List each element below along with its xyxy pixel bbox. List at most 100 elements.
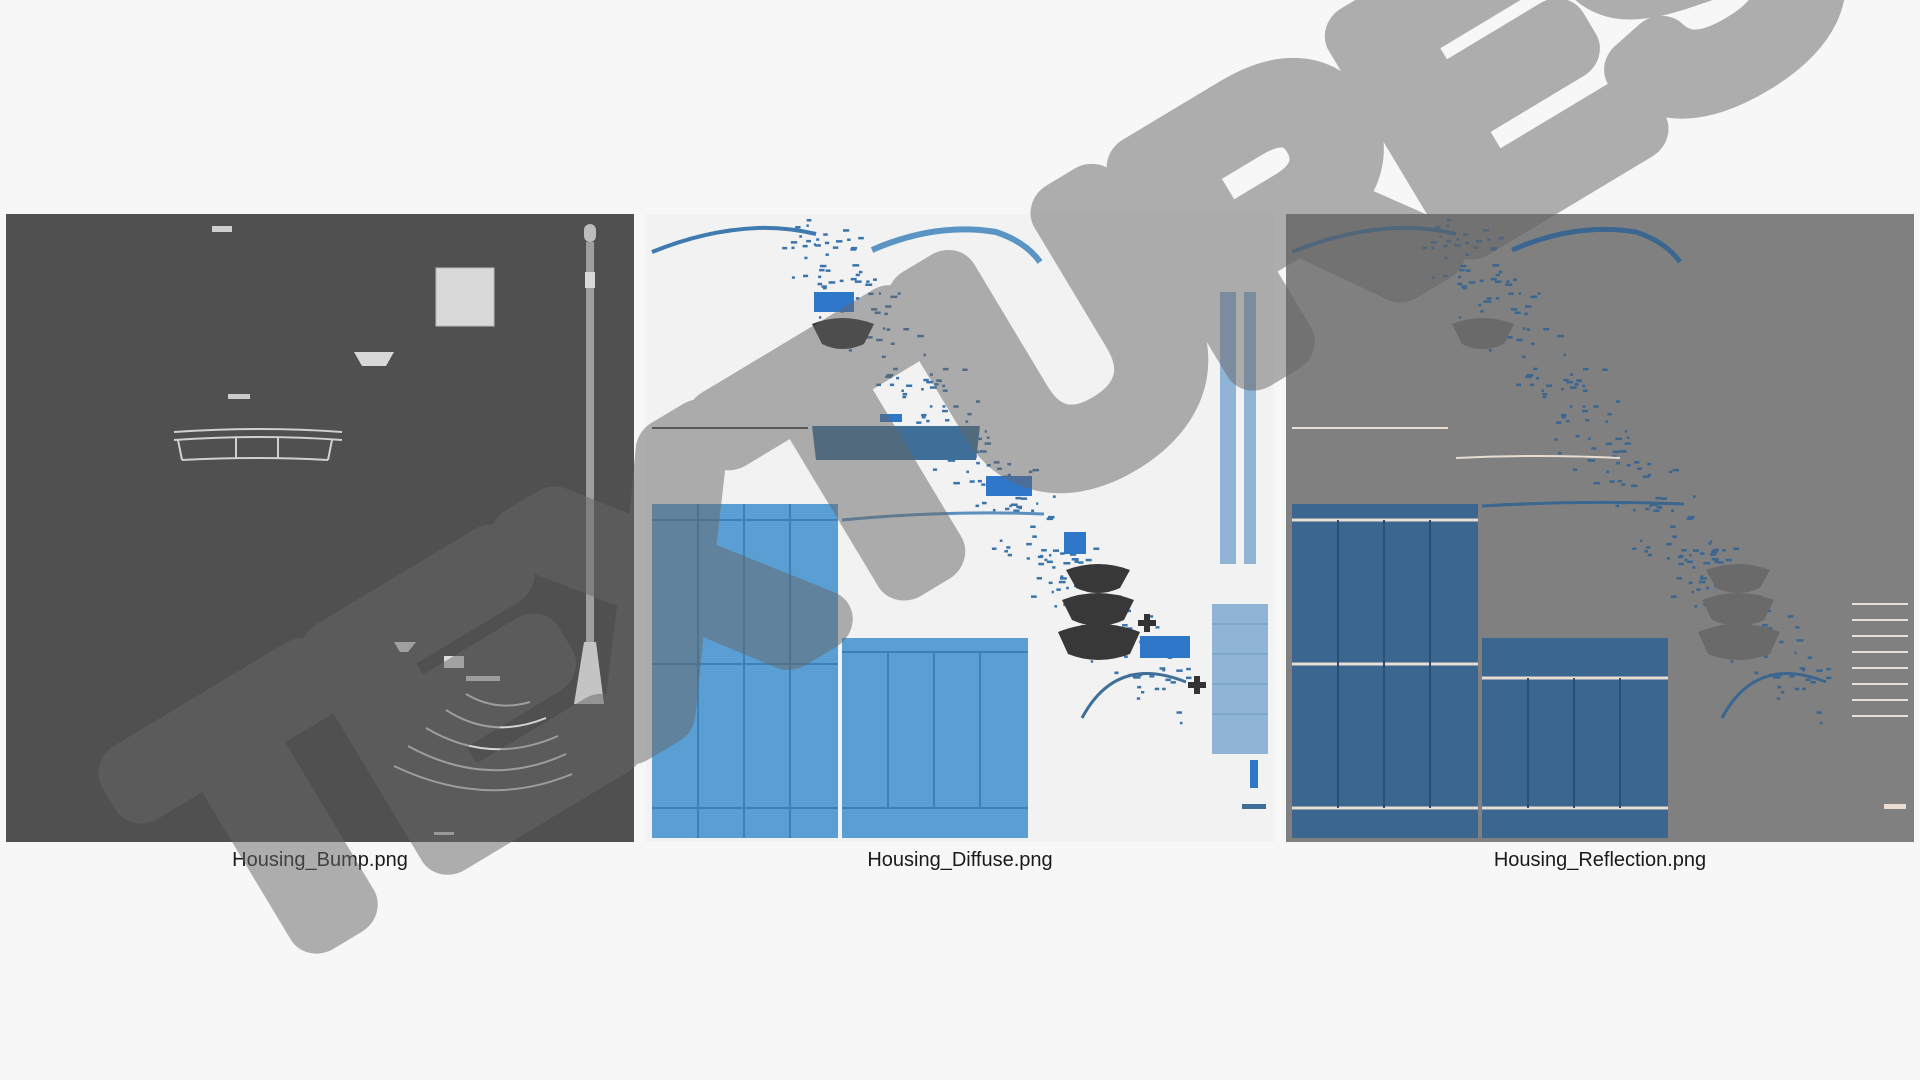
uv-fragment <box>1063 603 1066 606</box>
uv-fragment <box>1777 685 1782 689</box>
uv-fragment <box>902 392 908 396</box>
uv-fragment <box>921 413 927 417</box>
diffuse-caption: Housing_Diffuse.png <box>867 849 1053 871</box>
uv-fragment <box>1048 515 1055 519</box>
uv-fragment <box>1046 517 1053 521</box>
reflection-texture-thumbnail[interactable] <box>1286 214 1914 842</box>
uv-fragment <box>1645 507 1650 511</box>
uv-fragment <box>1582 384 1586 388</box>
uv-fragment <box>1642 475 1650 478</box>
uv-fragment <box>1026 542 1032 546</box>
uv-fragment <box>1060 577 1067 580</box>
uv-fragment <box>1476 240 1483 243</box>
uv-fragment <box>1458 316 1462 319</box>
uv-fragment <box>791 246 795 250</box>
uv-fragment <box>1557 334 1564 338</box>
uv-fragment <box>991 547 997 550</box>
uv-fragment <box>1030 525 1036 528</box>
uv-fragment <box>843 229 850 232</box>
diffuse-texture-thumbnail[interactable] <box>646 214 1274 842</box>
uv-fragment <box>1794 651 1797 655</box>
uv-fragment <box>1127 609 1131 613</box>
uv-fragment <box>804 256 808 260</box>
uv-fragment <box>1655 496 1662 500</box>
uv-fragment <box>1478 303 1482 307</box>
uv-fragment <box>932 468 938 471</box>
uv-fragment <box>818 275 822 279</box>
uv-fragment <box>1490 248 1497 251</box>
uv-fragment <box>953 481 960 485</box>
uv-fragment <box>1542 392 1548 396</box>
uv-fragment <box>1656 505 1663 509</box>
uv-fragment <box>818 316 822 319</box>
uv-fragment <box>1671 595 1677 598</box>
uv-fragment <box>1579 379 1582 383</box>
uv-fragment <box>948 459 956 462</box>
uv-fragment <box>1557 452 1562 455</box>
uv-fragment <box>806 224 809 227</box>
uv-fragment <box>802 244 808 248</box>
uv-fragment <box>1505 283 1513 286</box>
uv-fragment <box>953 405 958 408</box>
uv-fragment <box>1498 236 1504 240</box>
uv-fragment <box>1490 277 1497 281</box>
uv-fragment <box>942 389 948 392</box>
uv-fragment <box>825 253 829 256</box>
uv-fragment <box>1802 668 1806 672</box>
uv-fragment <box>795 226 801 229</box>
uv-fragment <box>1506 336 1513 339</box>
uv-fragment <box>1575 434 1580 438</box>
uv-fragment <box>1032 468 1039 472</box>
uv-fragment <box>1078 561 1084 564</box>
uv-fragment <box>1541 389 1544 392</box>
uv-fragment <box>1542 395 1547 399</box>
uv-fragment <box>1605 442 1613 446</box>
uv-fragment <box>1714 560 1719 563</box>
uv-fragment <box>1799 667 1806 670</box>
uv-fragment <box>1074 560 1079 563</box>
uv-fragment <box>1615 400 1621 403</box>
bump-texture-thumbnail[interactable] <box>6 214 634 842</box>
uv-fragment <box>1015 496 1022 500</box>
uv-fragment <box>1479 279 1484 283</box>
uv-fragment <box>1186 667 1191 671</box>
uv-fragment <box>1063 562 1071 565</box>
uv-fragment <box>929 405 933 408</box>
uv-fragment <box>1468 281 1476 284</box>
uv-fragment <box>1588 437 1591 440</box>
uv-fragment <box>1537 292 1541 295</box>
uv-fragment <box>1494 280 1502 283</box>
uv-fragment <box>1619 450 1627 453</box>
uv-fragment <box>1005 507 1010 511</box>
uv-fragment <box>866 280 870 283</box>
uv-fragment <box>806 219 812 222</box>
uv-fragment <box>1796 639 1804 642</box>
uv-fragment <box>1689 554 1692 557</box>
uv-fragment <box>1179 721 1183 725</box>
uv-fragment <box>813 243 816 246</box>
uv-fragment <box>1028 470 1033 474</box>
uv-fragment <box>1593 481 1600 485</box>
uv-fragment <box>1606 470 1609 474</box>
uv-fragment <box>816 238 820 241</box>
uv-fragment <box>1688 581 1693 585</box>
uv-fragment <box>821 285 827 288</box>
uv-fragment <box>1631 547 1637 550</box>
uv-fragment <box>790 241 798 244</box>
uv-fragment <box>1531 342 1535 345</box>
uv-fragment <box>1472 246 1479 249</box>
uv-fragment <box>1626 464 1631 467</box>
uv-fragment <box>969 480 975 483</box>
uv-fragment <box>1666 542 1672 546</box>
uv-fragment <box>1459 268 1465 272</box>
uv-fragment <box>1617 479 1622 483</box>
uv-fragment <box>942 405 946 408</box>
uv-fragment <box>1465 269 1471 272</box>
uv-fragment <box>1424 227 1428 231</box>
uv-fragment <box>1789 675 1795 678</box>
uv-fragment <box>873 278 877 281</box>
uv-fragment <box>1048 581 1053 585</box>
uv-fragment <box>1495 297 1500 300</box>
uv-fragment <box>1733 547 1740 550</box>
reflection-caption: Housing_Reflection.png <box>1493 849 1707 871</box>
